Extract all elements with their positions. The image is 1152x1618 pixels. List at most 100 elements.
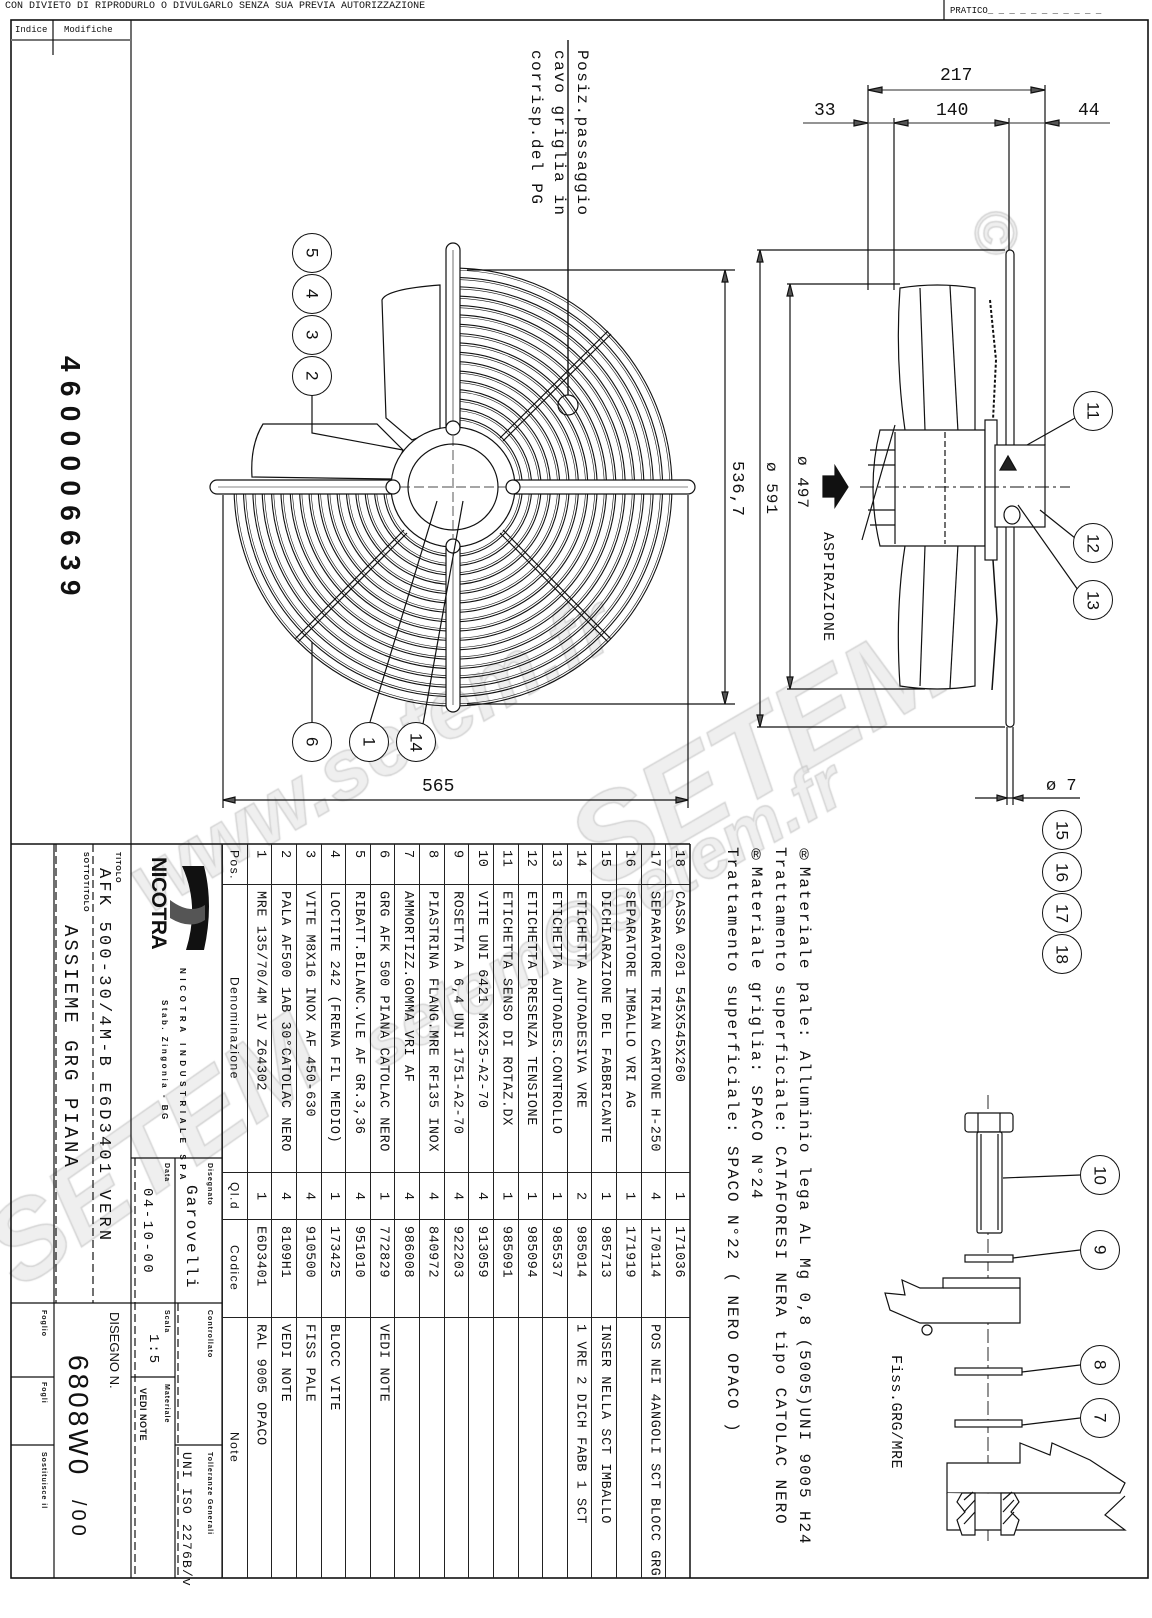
cell-name: DICHIARAZIONE DEL FABBRICANTE (591, 885, 617, 1173)
cell-pos: 9 (443, 844, 469, 885)
balloon-callout: 11 (1073, 391, 1113, 431)
plate-7 (954, 1419, 1023, 1428)
note-line: ®Materiale pale: Alluminio lega AL Mg 0,… (795, 847, 813, 1546)
cell-note: 1 VRE 2 DICH FABB 1 SCT (572, 1324, 588, 1525)
date-label: Data (163, 1163, 170, 1183)
warning-label-icon (998, 454, 1018, 471)
dim-depth-front: 33 (814, 101, 836, 121)
drawing-subtitle: ASSIEME GRG PIANA (59, 925, 81, 1170)
balloon-callout: 4 (292, 274, 332, 314)
balloon-callout: 14 (396, 722, 436, 762)
cell-code: 985094 (517, 1220, 543, 1318)
cell-pos: 10 (468, 844, 493, 885)
cell-code: 840972 (419, 1220, 444, 1318)
cell-pos: 7 (394, 844, 420, 885)
cell-qty: 4 (640, 1173, 666, 1220)
cell-qty: 4 (468, 1173, 493, 1220)
cell-name: VITE M8X16 INOX AF 450-630 (295, 885, 321, 1173)
front-view (209, 40, 735, 808)
cell-code: 986008 (394, 1220, 420, 1318)
cell-name: RIBATT.BILANC.VLE AF GR.3,36 (345, 885, 370, 1173)
cell-qty: 1 (369, 1173, 395, 1220)
drawing-number: 6808W0 (63, 1355, 94, 1478)
cell-name: SEPARATORE TRIAN CARTONE H-250 (640, 885, 666, 1173)
table-row (616, 844, 642, 1578)
subtitle-label: SOTTOTITOLO (82, 852, 89, 913)
note-line: Trattamento superficiale: SPACO N°22 ( N… (723, 847, 741, 1434)
copyright-disclaimer: CON DIVIETO DI RIPRODURLO O DIVULGARLO S… (5, 1, 426, 12)
tolerance-value: UNI ISO 2276B/v (179, 1452, 194, 1588)
cell-name: ROSETTA A 6,4 UNI 1751-A2-70 (443, 885, 469, 1173)
cell-note (493, 1318, 518, 1578)
cell-code: 913059 (468, 1220, 493, 1318)
grille-ring (366, 400, 540, 574)
cell-pos: 14 (566, 844, 592, 885)
title-label: TITOLO (114, 852, 121, 884)
cell-name: VITE UNI 6421 M6X25-A2-70 (468, 885, 493, 1173)
company-name: NICOTRA INDUSTRIALE SPA (178, 968, 187, 1185)
cell-qty: 4 (295, 1173, 321, 1220)
cell-qty: 4 (394, 1173, 420, 1220)
note-line: ®Materiale griglia: SPACO N°24 (747, 847, 765, 1201)
balloon-number: 4 (302, 289, 322, 299)
drawing-frame (10, 0, 1149, 1579)
cell-name: ETICHETTA AUTOADESIVA VRE (566, 885, 592, 1173)
balloon-callout: 13 (1073, 580, 1113, 620)
cell-qty: 1 (616, 1173, 641, 1220)
balloon-number: 17 (1052, 903, 1072, 923)
cell-note: BLOCC VITE (326, 1324, 342, 1412)
plate-8 (954, 1367, 1023, 1376)
drawing-number-label: DISEGNO N. (107, 1312, 122, 1389)
cell-qty: 1 (665, 1173, 690, 1220)
blade-lower (897, 539, 976, 690)
dim-depth-total: 217 (940, 66, 973, 86)
cell-code: 985713 (591, 1220, 617, 1318)
fixing-detail (884, 1095, 1127, 1545)
bolt-shank (976, 1131, 1003, 1234)
indice-header: Indice (15, 25, 48, 35)
balloon-callout: 12 (1073, 523, 1113, 563)
drawing-revision: /00 (67, 1500, 89, 1540)
cell-qty: 4 (345, 1173, 370, 1220)
balloon-callout: 8 (1080, 1345, 1120, 1385)
sheets-label: Fogli (40, 1382, 47, 1404)
cell-note (345, 1318, 370, 1578)
table-row (345, 844, 371, 1578)
table-row (246, 844, 273, 1578)
balloon-number: 1 (359, 737, 379, 747)
balloon-callout: 3 (292, 315, 332, 355)
balloon-number: 18 (1052, 944, 1072, 964)
airflow-label: ASPIRAZIONE (819, 532, 836, 643)
cell-pos: 2 (271, 844, 296, 885)
cable-position-note: Posiz.passaggio cavo griglia in corrisp.… (524, 50, 593, 217)
table-row (394, 844, 420, 1578)
balloon-number: 7 (1090, 1413, 1110, 1423)
company-plant: Stab. Zingonia - BG (160, 1000, 169, 1122)
dim-overall-width: 565 (422, 777, 455, 797)
cell-qty: 2 (566, 1173, 592, 1220)
dim-depth-rear: 44 (1078, 101, 1100, 121)
balloon-number: 10 (1090, 1165, 1110, 1185)
cell-pos: 6 (369, 844, 395, 885)
table-row (468, 844, 494, 1578)
company-logo: NICOTRA (147, 857, 170, 950)
tolerance-label: Tolleranze Generali (206, 1452, 213, 1536)
cell-name: ETICHETTA AUTOADES.CONTROLLO (542, 885, 567, 1173)
cell-code: 173425 (320, 1220, 346, 1318)
cell-qty: 4 (443, 1173, 469, 1220)
balloon-number: 14 (406, 732, 426, 752)
dim-depth-mid: 140 (936, 101, 969, 121)
cell-code: 985537 (542, 1220, 567, 1318)
cell-name: ETICHETTA SENSO DI ROTAZ.DX (492, 885, 518, 1173)
header-code: Codice (222, 1220, 247, 1318)
dim-diameter-inner: ø 497 (793, 456, 811, 510)
table-row (640, 844, 667, 1578)
sheet-label: Foglio (40, 1310, 47, 1337)
cell-note: VEDI NOTE (276, 1324, 292, 1403)
balloon-callout: 18 (1042, 934, 1082, 974)
cell-qty: 4 (419, 1173, 444, 1220)
cell-code: E6D3401 (246, 1220, 272, 1318)
balloon-callout: 1 (349, 722, 389, 762)
table-row (566, 844, 593, 1578)
modifiche-header: Modifiche (64, 25, 113, 35)
